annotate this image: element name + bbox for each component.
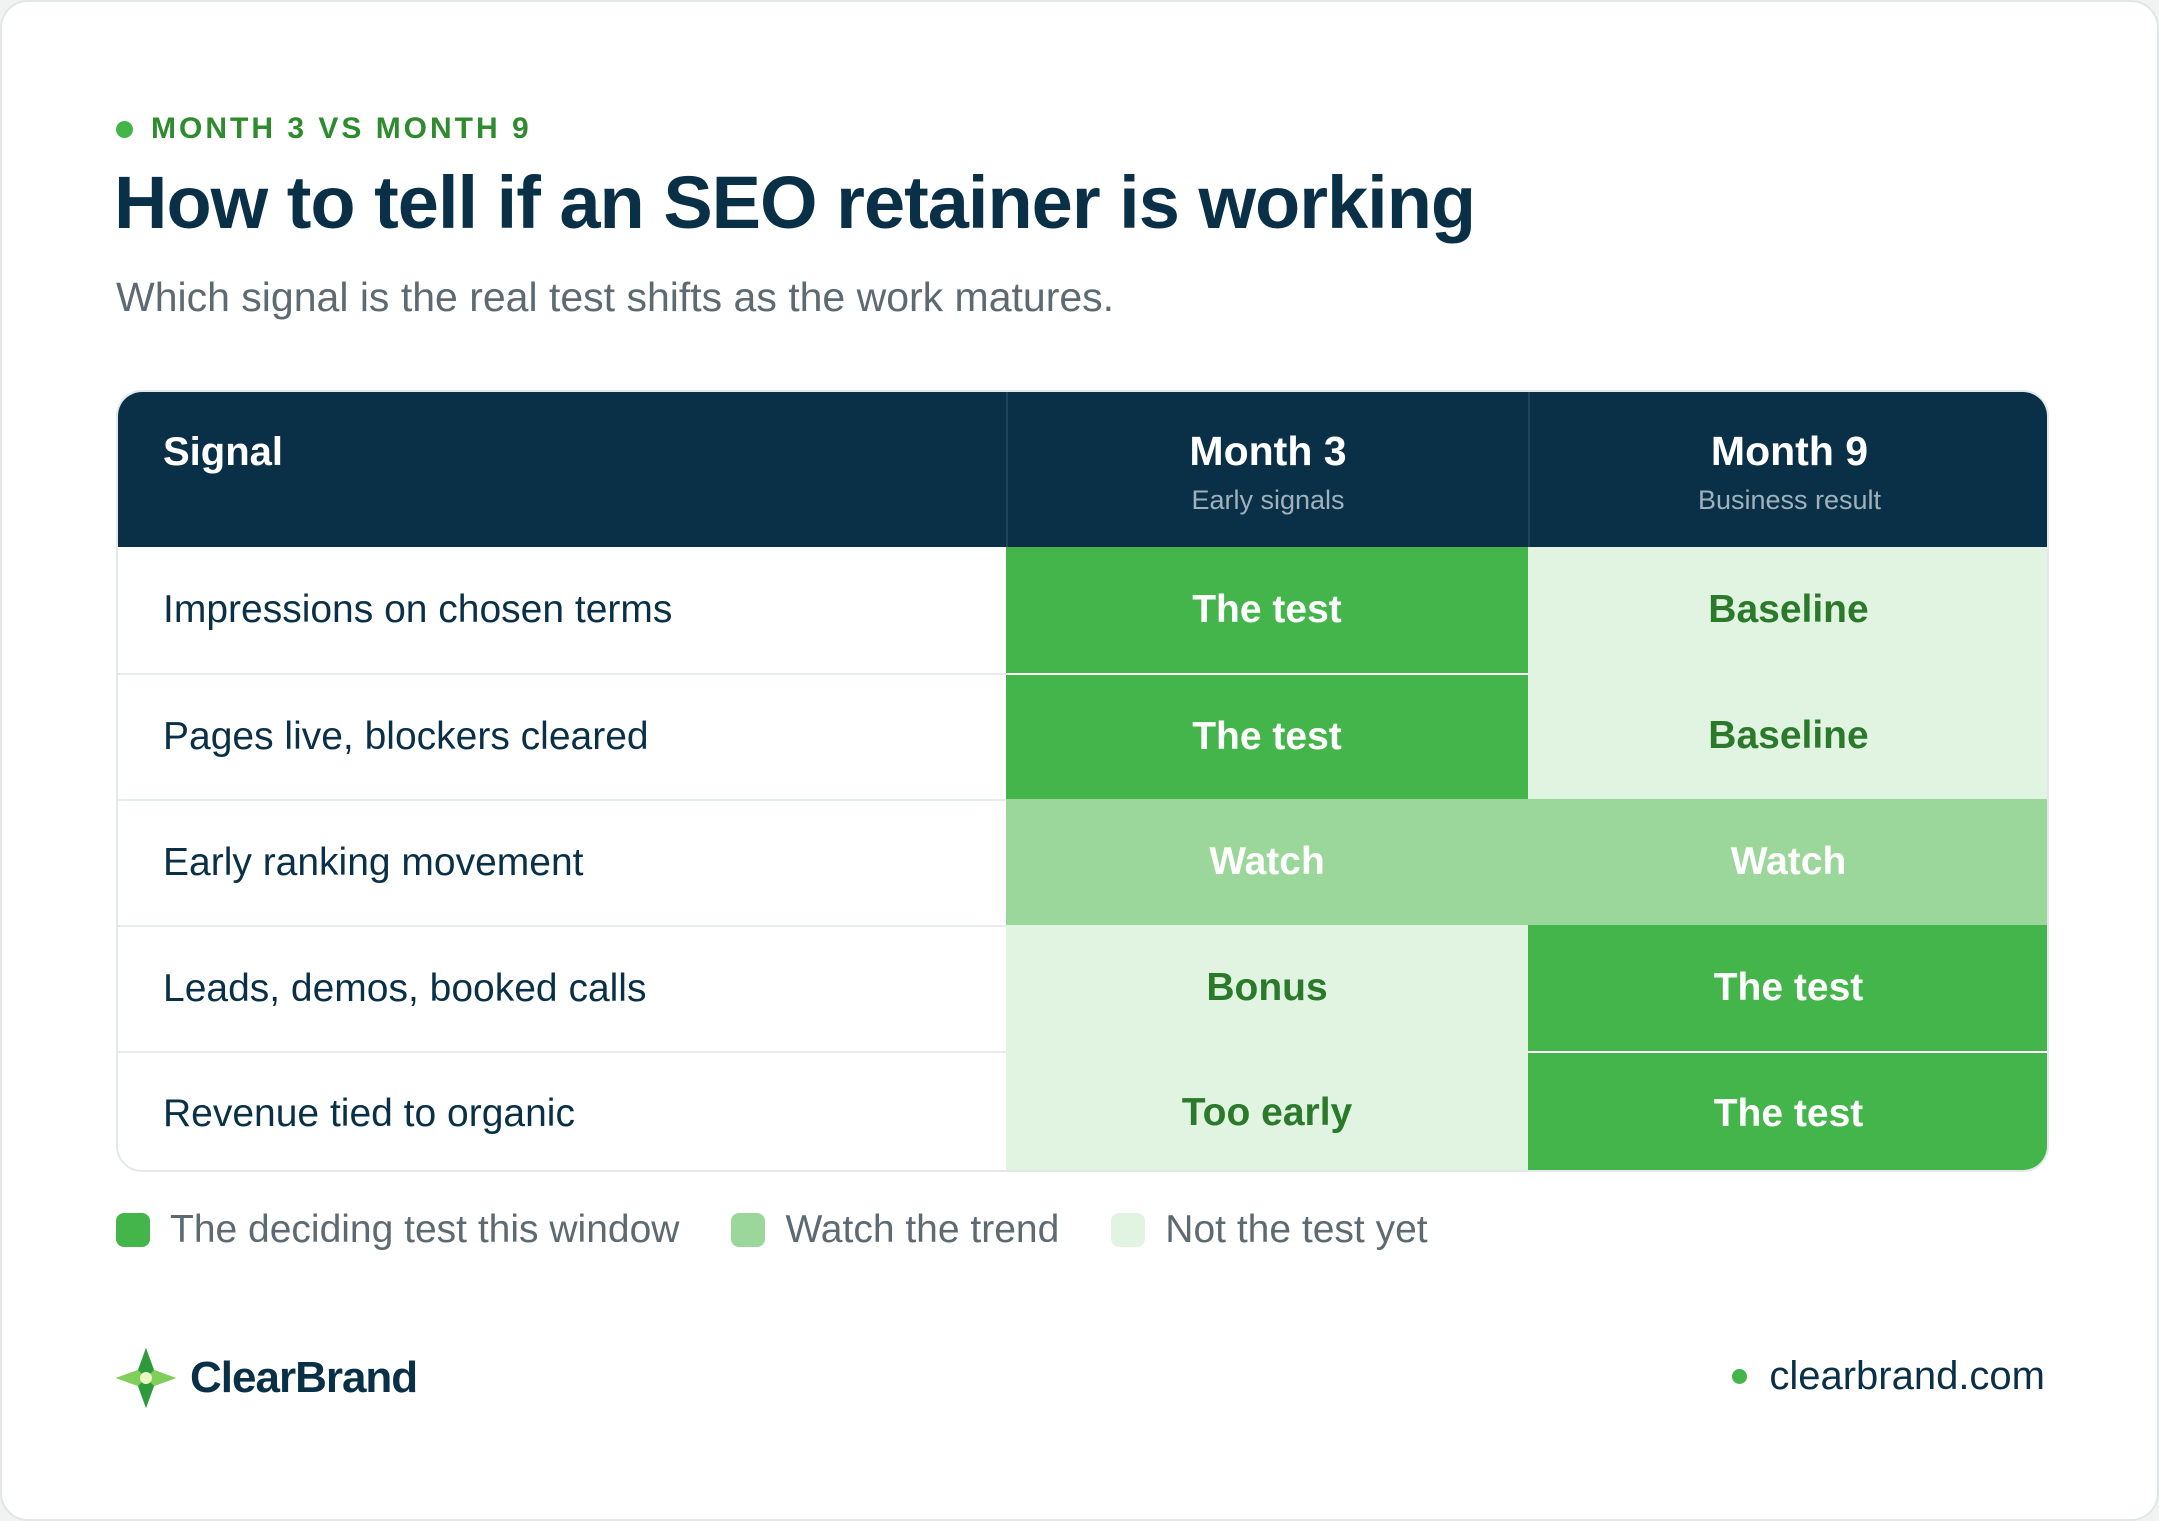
brand-url-text: clearbrand.com xyxy=(1769,1354,2045,1398)
header-month-3: Month 3 Early signals xyxy=(1006,392,1528,547)
row-signal: Leads, demos, booked calls xyxy=(118,925,1006,1051)
table-header: Signal Month 3 Early signals Month 9 Bus… xyxy=(118,392,2047,547)
legend-item: Watch the trend xyxy=(731,1208,1059,1252)
url-dot-icon xyxy=(1732,1369,1748,1384)
cell-month-3: The test xyxy=(1006,673,1528,799)
legend-swatch xyxy=(731,1213,766,1247)
row-signal: Early ranking movement xyxy=(118,799,1006,925)
legend-label: Not the test yet xyxy=(1165,1208,1428,1251)
cell-month-9: The test xyxy=(1528,1051,2047,1170)
cell-month-9: The test xyxy=(1528,925,2047,1051)
eyebrow-text: MONTH 3 VS MONTH 9 xyxy=(151,112,532,145)
header-month-3-sub: Early signals xyxy=(1191,485,1345,515)
brand-logo: ClearBrand xyxy=(114,1346,418,1410)
table-row: Impressions on chosen terms The test Bas… xyxy=(118,547,2047,673)
cell-month-9: Baseline xyxy=(1528,673,2047,799)
page-subtitle: Which signal is the real test shifts as … xyxy=(116,274,1115,320)
header-month-3-label: Month 3 xyxy=(1189,428,1347,474)
brand-name: ClearBrand xyxy=(190,1353,418,1402)
table-row: Leads, demos, booked calls Bonus The tes… xyxy=(118,925,2047,1051)
cell-month-3: Watch xyxy=(1006,799,1528,925)
eyebrow: MONTH 3 VS MONTH 9 xyxy=(116,112,532,146)
page-title: How to tell if an SEO retainer is workin… xyxy=(114,161,1476,244)
brand-url[interactable]: clearbrand.com xyxy=(1732,1354,2045,1399)
cell-month-9: Baseline xyxy=(1528,547,2047,673)
eyebrow-dot-icon xyxy=(116,120,133,138)
legend-label: Watch the trend xyxy=(785,1208,1060,1251)
signal-table: Signal Month 3 Early signals Month 9 Bus… xyxy=(116,390,2049,1172)
legend-swatch xyxy=(1111,1213,1146,1247)
row-signal: Pages live, blockers cleared xyxy=(118,673,1006,799)
header-month-9-label: Month 9 xyxy=(1710,428,1869,474)
cell-month-3: The test xyxy=(1006,547,1528,673)
legend-item: Not the test yet xyxy=(1111,1208,1428,1252)
header-signal: Signal xyxy=(163,430,284,474)
legend: The deciding test this window Watch the … xyxy=(116,1208,1480,1252)
header-month-9-sub: Business result xyxy=(1697,485,1882,515)
header-month-9: Month 9 Business result xyxy=(1528,392,2047,547)
table-row: Pages live, blockers cleared The test Ba… xyxy=(118,673,2047,799)
legend-label: The deciding test this window xyxy=(170,1208,680,1251)
star-diamond-icon xyxy=(116,1348,176,1408)
row-signal: Impressions on chosen terms xyxy=(163,588,673,631)
row-signal: Revenue tied to organic xyxy=(118,1051,1006,1170)
cell-month-3: Bonus xyxy=(1006,925,1528,1051)
legend-swatch xyxy=(116,1213,150,1247)
cell-month-9: Watch xyxy=(1528,799,2047,925)
table-row: Early ranking movement Watch Watch xyxy=(118,799,2047,925)
cell-month-3: Too early xyxy=(1006,1051,1528,1170)
table-row: Revenue tied to organic Too early The te… xyxy=(118,1051,2047,1170)
legend-item: The deciding test this window xyxy=(116,1208,679,1252)
